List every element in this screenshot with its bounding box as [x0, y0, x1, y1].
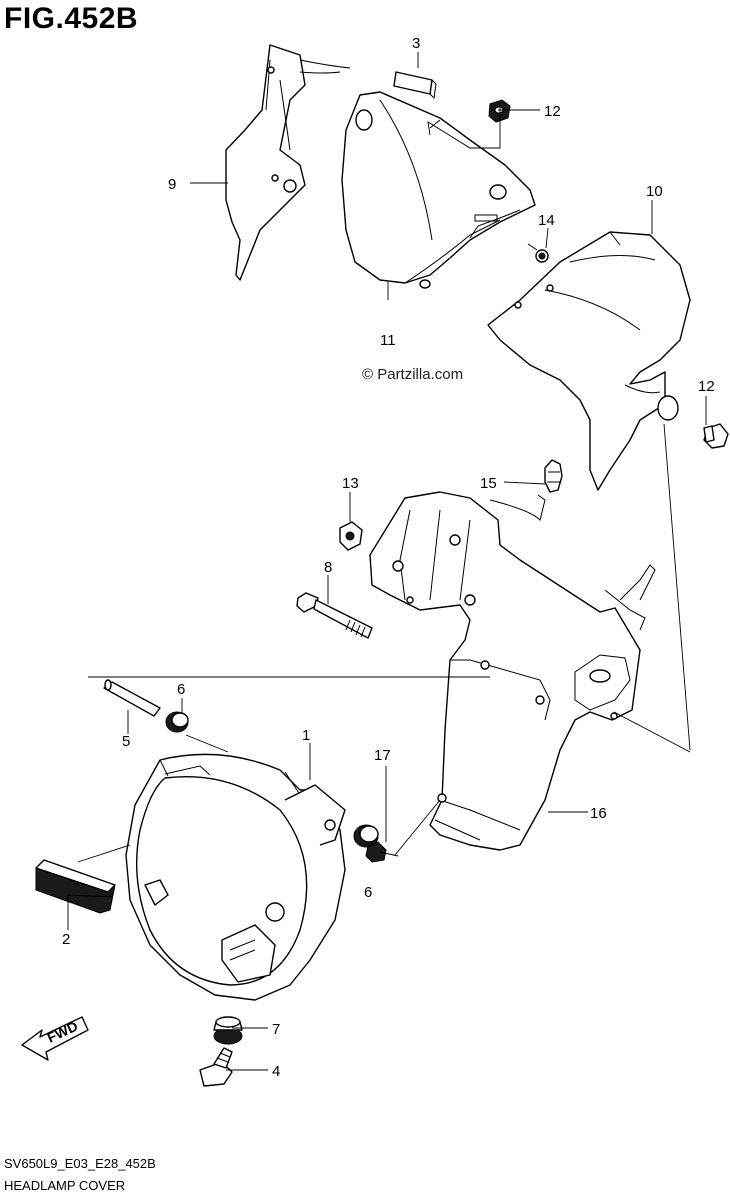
- callout-6-upper: 6: [177, 681, 185, 698]
- callout-14: 14: [538, 212, 555, 229]
- part-1-headlamp-housing[interactable]: [125, 753, 346, 1001]
- part-15-clip[interactable]: [544, 459, 563, 493]
- callout-16: 16: [590, 805, 607, 822]
- figure-caption: HEADLAMP COVER: [4, 1178, 126, 1193]
- figure-code: SV650L9_E03_E28_452B: [4, 1156, 156, 1171]
- callout-15: 15: [480, 475, 497, 492]
- part-5-pin[interactable]: [103, 679, 161, 717]
- part-10-side-cover[interactable]: [487, 231, 691, 491]
- part-4-bolt[interactable]: [199, 1047, 233, 1087]
- callout-labels: 3 12 9 10 14 11 12 13 15 8 6 1 5 17 16 6…: [62, 35, 715, 1080]
- fwd-arrow-icon: FWD: [21, 1016, 89, 1061]
- part-3-pad[interactable]: [393, 71, 437, 100]
- callout-12-top: 12: [544, 103, 561, 120]
- callout-17: 17: [374, 747, 391, 764]
- leader-lines: [67, 52, 707, 1071]
- callout-12-right: 12: [698, 378, 715, 395]
- part-16-bracket[interactable]: [369, 491, 656, 851]
- callout-8: 8: [324, 559, 332, 576]
- callout-4: 4: [272, 1063, 280, 1080]
- part-17-bolt[interactable]: [365, 841, 399, 863]
- callout-5: 5: [122, 733, 130, 750]
- callout-9: 9: [168, 176, 176, 193]
- part-8-bolt[interactable]: [296, 592, 373, 639]
- callout-10: 10: [646, 183, 663, 200]
- part-6-grommet-lower[interactable]: [353, 824, 379, 848]
- part-12-rivet-right[interactable]: [703, 423, 729, 449]
- figure-title: FIG.452B: [4, 2, 139, 35]
- callout-6-lower: 6: [364, 884, 372, 901]
- watermark-text: © Partzilla.com: [362, 366, 464, 383]
- callout-3: 3: [412, 35, 420, 52]
- callout-13: 13: [342, 475, 359, 492]
- part-11-front-cowl[interactable]: [341, 91, 536, 289]
- part-14-screw[interactable]: [527, 243, 549, 263]
- callout-11: 11: [380, 332, 396, 349]
- part-13-nut[interactable]: [339, 521, 363, 551]
- callout-7: 7: [272, 1021, 280, 1038]
- part-2-pad[interactable]: [35, 859, 116, 914]
- callout-2: 2: [62, 931, 70, 948]
- part-9-inner-panel[interactable]: [225, 44, 351, 281]
- part-7-grommet[interactable]: [213, 1016, 243, 1045]
- part-6-grommet-upper[interactable]: [165, 711, 189, 733]
- part-12-grommet-top[interactable]: [488, 99, 511, 123]
- callout-1: 1: [302, 727, 310, 744]
